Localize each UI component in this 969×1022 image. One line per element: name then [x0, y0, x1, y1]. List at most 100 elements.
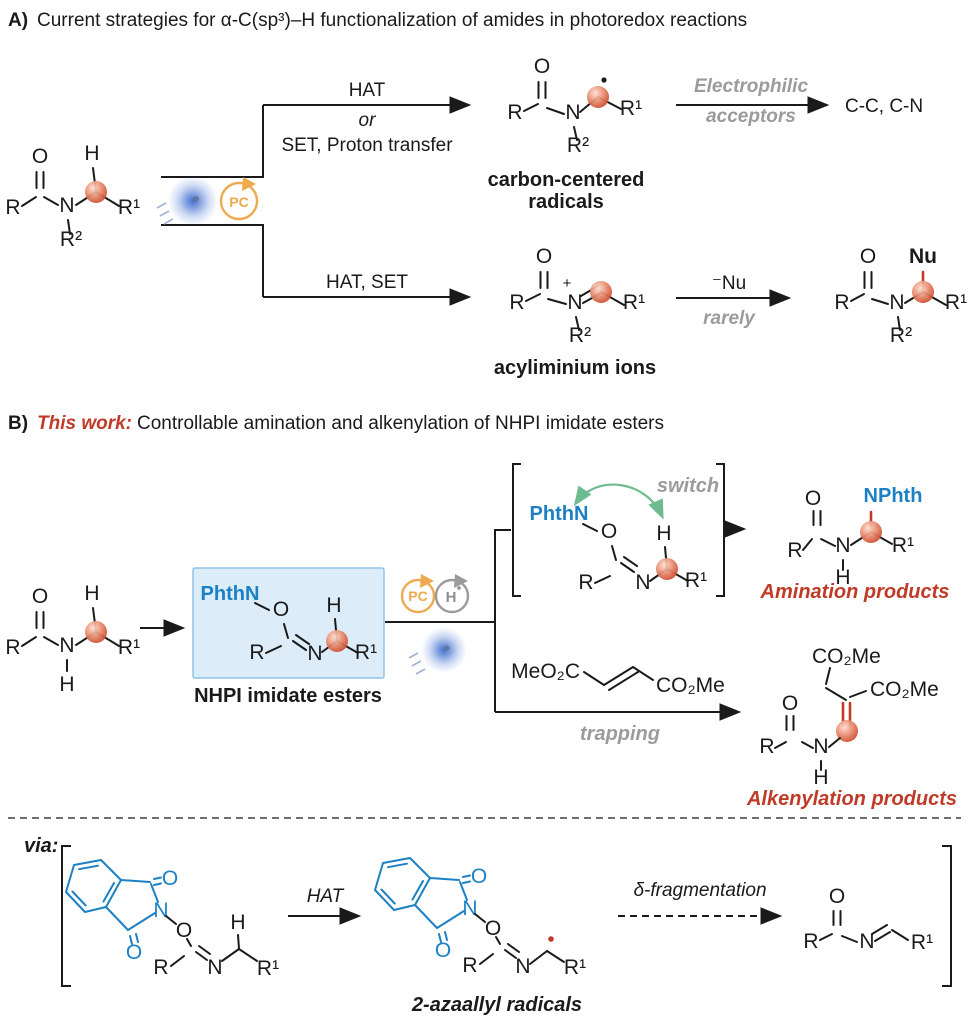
atom-n-label: N — [813, 735, 828, 758]
trapping-label: trapping — [580, 723, 660, 745]
set-proton-label: SET, Proton transfer — [281, 135, 453, 156]
phthn-label: PhthN — [530, 503, 589, 525]
meo2c-label: MeO₂C — [511, 660, 580, 683]
atom-n-label: N — [565, 101, 580, 124]
radical-carbon-sphere — [587, 86, 609, 108]
via-label: via: — [24, 835, 58, 857]
co2me-right-label: CO₂Me — [870, 678, 939, 701]
rarely-label: rarely — [703, 308, 756, 329]
atom-h-label: H — [84, 582, 99, 605]
acyliminium-structure: R O + N R² R¹ acyliminium ions — [494, 245, 656, 379]
functionalized-carbon-sphere — [912, 281, 934, 303]
atom-o-label: O — [273, 598, 289, 621]
radical-dot — [548, 936, 554, 942]
hat-label: HAT — [349, 80, 386, 101]
atom-n-label: N — [859, 930, 874, 953]
panel-a-title: Current strategies for α-C(sp³)–H functi… — [37, 10, 747, 31]
atom-nh-label: H — [59, 673, 74, 696]
alkenylation-products-label: Alkenylation products — [746, 788, 957, 810]
hat-set-label: HAT, SET — [326, 272, 408, 293]
alpha-carbon-sphere — [85, 181, 107, 203]
atom-o-label: O — [32, 585, 48, 608]
nu-reagent-label: ⁻Nu — [712, 273, 746, 294]
atom-nu-label: Nu — [909, 245, 937, 268]
switch-intermediate-structure: PhthN O R N H R¹ switch — [530, 475, 720, 594]
pc-cycle-arrowhead — [420, 574, 434, 588]
alpha-carbon-sphere — [85, 621, 107, 643]
atom-n-label: N — [635, 571, 650, 594]
atom-r2-label: R² — [567, 134, 589, 157]
atom-r-label: R — [5, 196, 20, 219]
co2me-label: CO₂Me — [656, 674, 725, 697]
carbon-centered-radical-structure: R O N R² R¹ carbon-centered radicals — [488, 55, 645, 213]
atom-r1-label: R¹ — [620, 97, 642, 120]
acyliminium-name: acyliminium ions — [494, 357, 656, 379]
hat-reagent-icon: H — [434, 574, 470, 614]
radical-name-line2: radicals — [528, 191, 604, 213]
atom-r1-label: R¹ — [118, 196, 140, 219]
pc-cycle-arrowhead — [242, 177, 256, 191]
panel-b-title: Controllable amination and alkenylation … — [137, 413, 664, 434]
amide-substrate-structure: R O H N R² R¹ — [5, 142, 140, 251]
pc-label: PC — [229, 194, 248, 210]
atom-r-label: R — [787, 539, 802, 562]
photocatalyst-icon: PC — [219, 177, 259, 221]
nucleophile-arrow: ⁻Nu rarely — [676, 273, 792, 329]
atom-r-label: R — [834, 291, 849, 314]
light-icon-b — [408, 627, 467, 675]
atom-r1-label: R¹ — [118, 636, 140, 659]
delta-fragmentation-label: δ-fragmentation — [633, 880, 766, 901]
atom-r-label: R — [509, 291, 524, 314]
atom-nh-label: H — [813, 766, 828, 789]
atom-r-label: R — [153, 956, 168, 979]
atom-r1-label: R¹ — [257, 957, 279, 980]
delta-fragmentation-arrow: δ-fragmentation — [618, 880, 783, 925]
atom-n-label: N — [207, 956, 222, 979]
nhpi-imidate-ester-structure: PhthN O R N H R¹ — [201, 583, 378, 665]
atom-n-label: N — [59, 634, 74, 657]
radical-name-line1: carbon-centered — [488, 169, 645, 191]
amination-product-structure: R O N H NPhth R¹ Amination products — [760, 485, 950, 603]
hat-pathway-arrow: HAT or SET, Proton transfer — [263, 80, 472, 156]
radical-dot — [601, 77, 607, 83]
fumarate-structure: MeO₂C CO₂Me — [511, 660, 725, 697]
photocatalyst-icon-b: PC — [400, 574, 436, 614]
acyl-imine-structure: R O N R¹ — [803, 885, 933, 954]
amination-products-label: Amination products — [760, 581, 950, 603]
h-cycle-arrowhead — [454, 574, 468, 588]
atom-nh-label: H — [835, 566, 850, 589]
atom-r-label: R — [249, 641, 264, 664]
atom-r-label: R — [507, 101, 522, 124]
atom-r1-label: R¹ — [564, 956, 586, 979]
nhpi-name-label: NHPI imidate esters — [194, 685, 382, 707]
atom-r2-label: R² — [60, 228, 82, 251]
atom-h-label: H — [84, 142, 99, 165]
atom-r-label: R — [803, 930, 818, 953]
atom-r1-label: R¹ — [892, 534, 914, 557]
left-bracket — [512, 463, 521, 597]
atom-n-label: N — [59, 194, 74, 217]
atom-h-label: H — [326, 594, 341, 617]
alpha-carbon-sphere — [656, 558, 678, 580]
alkenylation-product-structure: CO₂Me CO₂Me N H O R Alkenylation product… — [746, 645, 957, 810]
atom-h-label: H — [656, 522, 671, 545]
atom-r2-label: R² — [569, 324, 591, 347]
electrophilic-acceptors-arrow: Electrophilic acceptors C-C, C-N — [676, 76, 923, 127]
panel-b: B) This work: Controllable amination and… — [5, 413, 957, 810]
atom-n-label: N — [835, 534, 850, 557]
co2me-top-label: CO₂Me — [812, 645, 881, 668]
h-radical-label: H — [446, 589, 457, 606]
switch-label: switch — [657, 475, 719, 497]
atom-o-label: O — [829, 885, 845, 908]
via-right-bracket — [942, 845, 952, 987]
branch-lines-b — [494, 529, 511, 712]
bond-products-label: C-C, C-N — [845, 96, 923, 117]
phthn-label: PhthN — [201, 583, 260, 605]
azaallyl-radical-structure: R N R¹ 2-azaallyl radicals — [374, 857, 586, 1016]
atom-n-label: N — [567, 291, 582, 314]
nu-product-structure: R O Nu N R² R¹ — [834, 245, 967, 347]
atom-r1-label: R¹ — [355, 641, 377, 664]
atom-r1-label: R¹ — [623, 291, 645, 314]
mechanism-section: via: R N H R¹ HAT — [8, 817, 961, 1016]
